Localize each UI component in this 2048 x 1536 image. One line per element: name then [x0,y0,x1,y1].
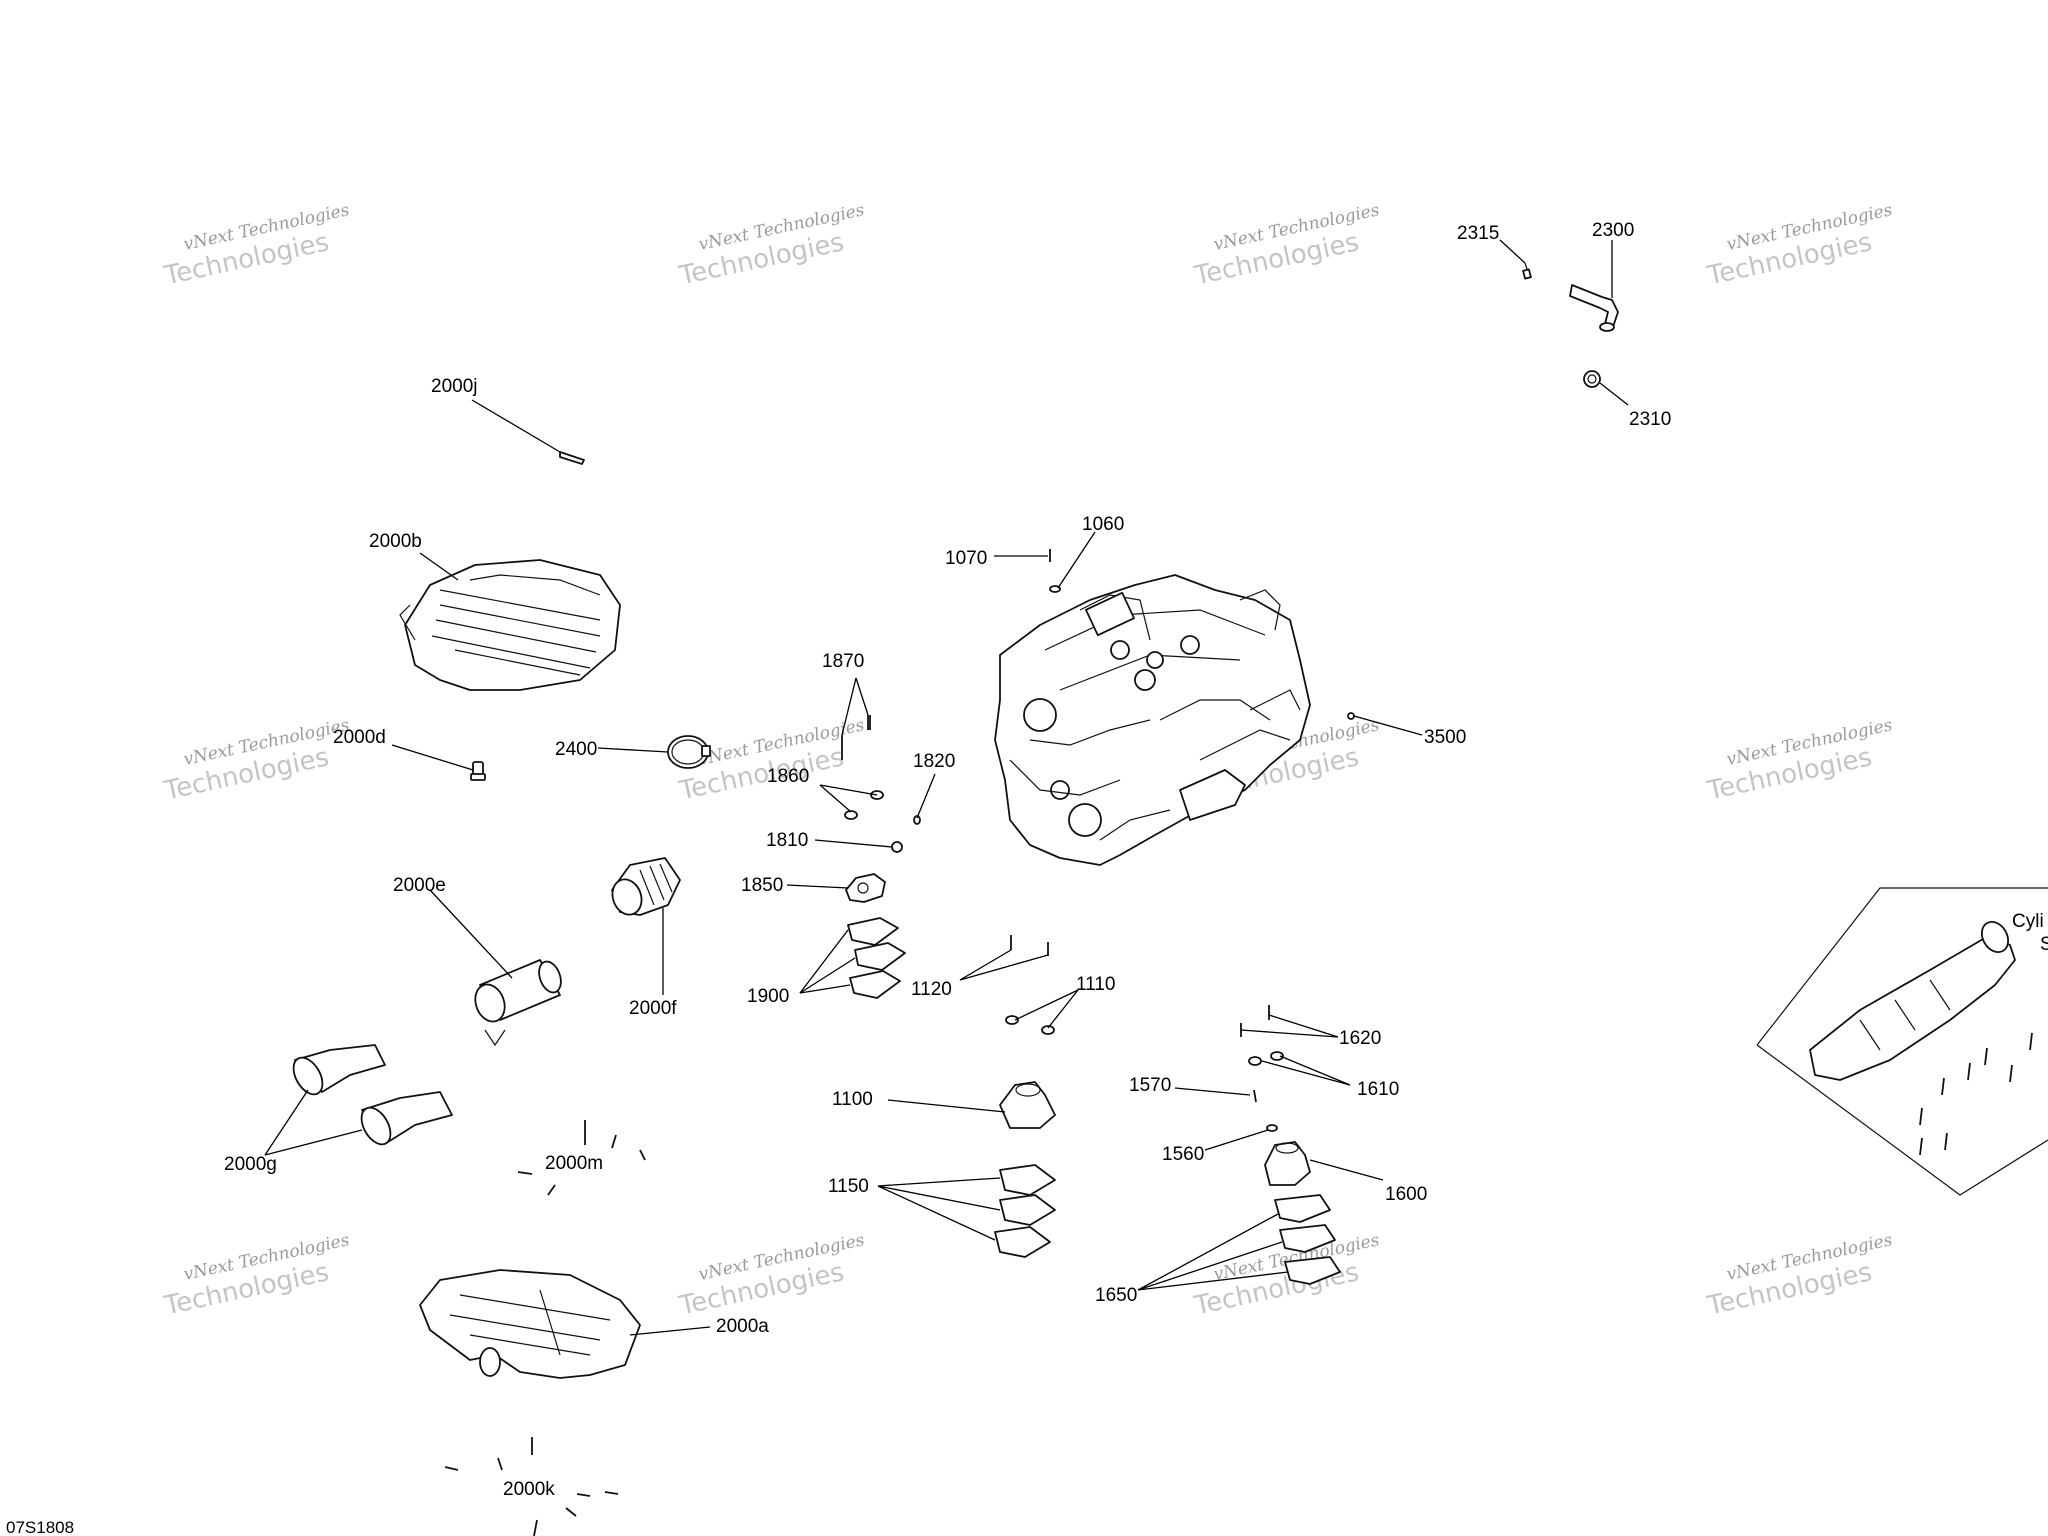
callout-2000b: 2000b [369,531,422,552]
part-2000e-pipe [474,959,562,1047]
inset-label-2: S [2040,934,2048,955]
callout-2315: 2315 [1457,223,1499,244]
part-1820-pin [913,815,921,825]
part-2000a-oil-pan [419,1269,641,1379]
part-1060-washer [1049,585,1061,593]
part-1810-washer [891,841,903,853]
callout-2000m: 2000m [545,1153,603,1174]
part-engine-assembly [994,574,1311,866]
watermark: vNext Technologies Technologies [161,200,351,291]
watermark: vNext Technologies Technologies [1704,1230,1894,1321]
inset-panel: Cyli S [1756,887,2048,1196]
diagram-reference-code: 07S1808 [6,1518,74,1536]
watermark: vNext Technologies Technologies [676,200,866,291]
part-1850-mount [845,873,886,903]
part-2300-pipe [1569,284,1619,332]
part-2000k-screws [444,1437,619,1536]
callout-2310: 2310 [1629,409,1671,430]
part-2000d-plug [470,761,486,781]
callout-1110: 1110 [1076,974,1115,995]
part-1570-pin [1253,1089,1257,1103]
part-1150-shims [994,1164,1056,1258]
watermark: vNext Technologies Technologies [161,1230,351,1321]
callout-2300: 2300 [1592,220,1634,241]
callout-1900: 1900 [747,986,789,1007]
callout-2000k: 2000k [503,1479,555,1500]
part-2315-pin [1522,262,1532,280]
part-1900-shims [847,917,906,999]
part-1120-bolts [1010,935,1049,956]
callout-2000a: 2000a [716,1316,769,1337]
callout-3500: 3500 [1424,727,1466,748]
callout-2000j: 2000j [431,376,478,397]
callout-2000e: 2000e [393,875,446,896]
part-2000g-elbows [292,1044,453,1146]
callout-2000f: 2000f [629,998,677,1019]
watermark: vNext Technologies Technologies [161,715,351,806]
part-1100-mount [999,1081,1056,1129]
part-2000b-intake-manifold [399,559,621,691]
part-3500-plug [1347,712,1355,720]
callout-1070: 1070 [945,548,987,569]
callout-1650: 1650 [1095,1285,1137,1306]
callout-1860: 1860 [767,766,809,787]
watermark: vNext Technologies Technologies [1191,200,1381,291]
callout-2000g: 2000g [224,1154,277,1175]
part-2000j-dipstick [559,451,585,465]
part-2000m-bolts [517,1120,646,1196]
callout-1600: 1600 [1385,1184,1427,1205]
callout-1620: 1620 [1339,1028,1381,1049]
callout-1810: 1810 [766,830,808,851]
callout-1610: 1610 [1357,1079,1399,1100]
callout-1060: 1060 [1082,514,1124,535]
watermark: vNext Technologies Technologies [676,1230,866,1321]
part-2000f-sleeve [611,857,681,916]
part-1610-washers [1248,1051,1284,1066]
callout-1120: 1120 [911,979,952,1000]
callout-1570: 1570 [1129,1075,1171,1096]
callout-2000d: 2000d [333,727,386,748]
callout-1100: 1100 [832,1089,873,1110]
watermark: vNext Technologies Technologies [1704,200,1894,291]
part-1110-washers [1005,1015,1055,1035]
leader-lines [264,239,1629,1336]
part-1600-mount [1264,1141,1311,1186]
inset-label: Cyli [2012,911,2044,932]
callout-1150: 1150 [828,1176,869,1197]
callout-1850: 1850 [741,875,783,896]
callout-labels: 2315 2300 2310 2000j 2000b 2000d 2400 18… [224,220,1671,1500]
part-1870-studs [841,715,871,760]
watermark: vNext Technologies Technologies [1704,715,1894,806]
callout-1820: 1820 [913,751,955,772]
callout-1870: 1870 [822,651,864,672]
part-2310-clamp [1583,370,1601,388]
part-1860-washers [844,790,884,820]
callout-2400: 2400 [555,739,597,760]
part-1560-washer [1266,1124,1278,1132]
part-1650-shims [1274,1194,1341,1285]
callout-1560: 1560 [1162,1144,1204,1165]
